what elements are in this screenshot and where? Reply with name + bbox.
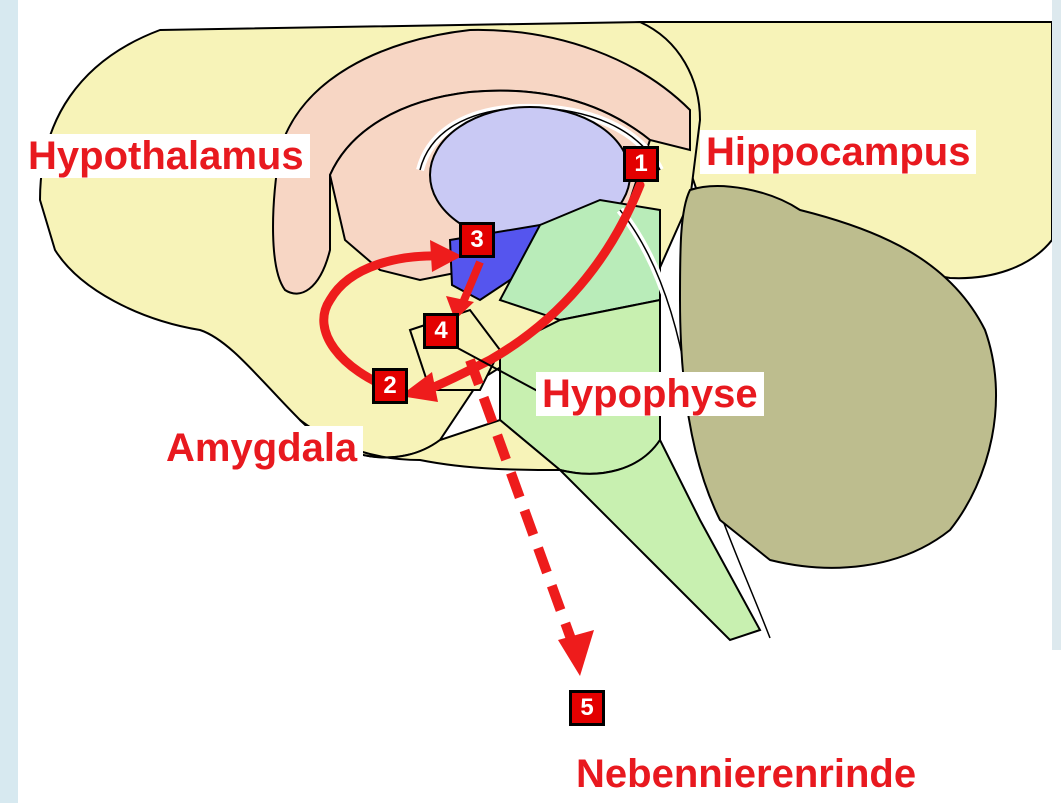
label-nebennierenrinde: Nebennierenrinde (570, 752, 922, 796)
label-amygdala: Amygdala (160, 426, 363, 470)
label-hypophyse: Hypophyse (536, 372, 764, 416)
arrowhead-to-nebennierenrinde (558, 630, 594, 676)
marker-3: 3 (459, 222, 495, 258)
label-hypothalamus: Hypothalamus (22, 134, 310, 178)
right-border-strip (1052, 0, 1061, 650)
marker-2: 2 (372, 368, 408, 404)
marker-1: 1 (623, 146, 659, 182)
marker-4: 4 (423, 313, 459, 349)
marker-5: 5 (569, 690, 605, 726)
label-hippocampus: Hippocampus (700, 130, 976, 174)
